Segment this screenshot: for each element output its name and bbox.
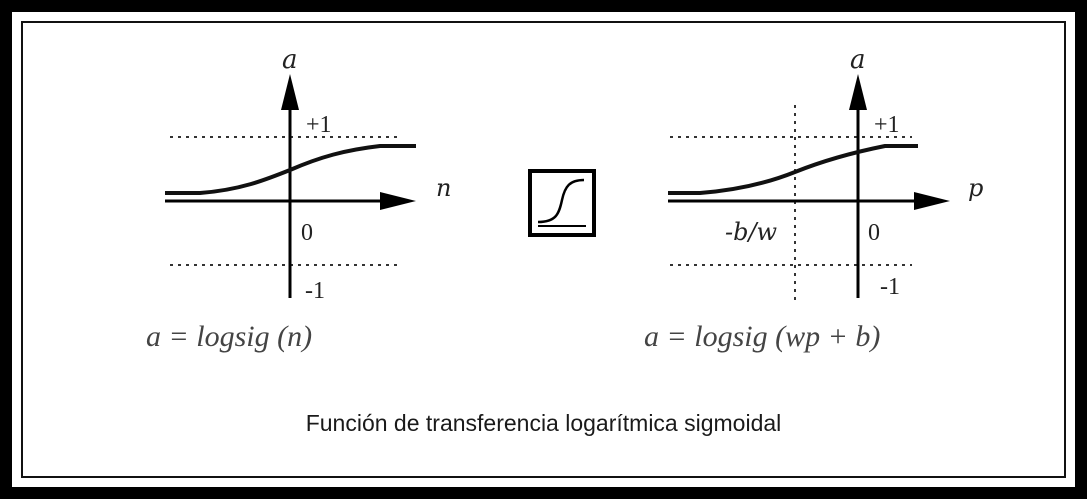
right-zero-label: 0 [868,220,880,246]
left-plot [165,74,416,298]
inner-panel [12,12,1075,487]
left-equation: a = logsig (n) [146,320,313,353]
inner-border [21,21,1066,478]
left-sigmoid-curve [165,144,416,195]
left-y-axis-label: a [282,45,298,75]
right-y-axis-arrow [849,74,867,110]
right-sigmoid-curve [668,144,918,195]
right-offset-label: -b/w [725,218,778,246]
right-minus-one-label: -1 [880,274,900,300]
left-x-axis-arrow [380,192,416,210]
sigmoid-transfer-icon [528,169,596,237]
right-plus-one-label: +1 [874,112,900,138]
left-y-axis-arrow [281,74,299,110]
left-minus-one-label: -1 [305,278,325,304]
figure-caption: Función de transferencia logarítmica sig… [305,410,782,436]
left-plus-one-label: +1 [306,112,332,138]
right-equation: a = logsig (wp + b) [644,320,881,353]
right-plot [668,74,950,300]
right-x-axis-arrow [914,192,950,210]
right-y-axis-label: a [850,45,866,75]
right-x-axis-label: p [968,174,983,202]
left-zero-label: 0 [301,220,313,246]
left-x-axis-label: n [436,174,451,202]
